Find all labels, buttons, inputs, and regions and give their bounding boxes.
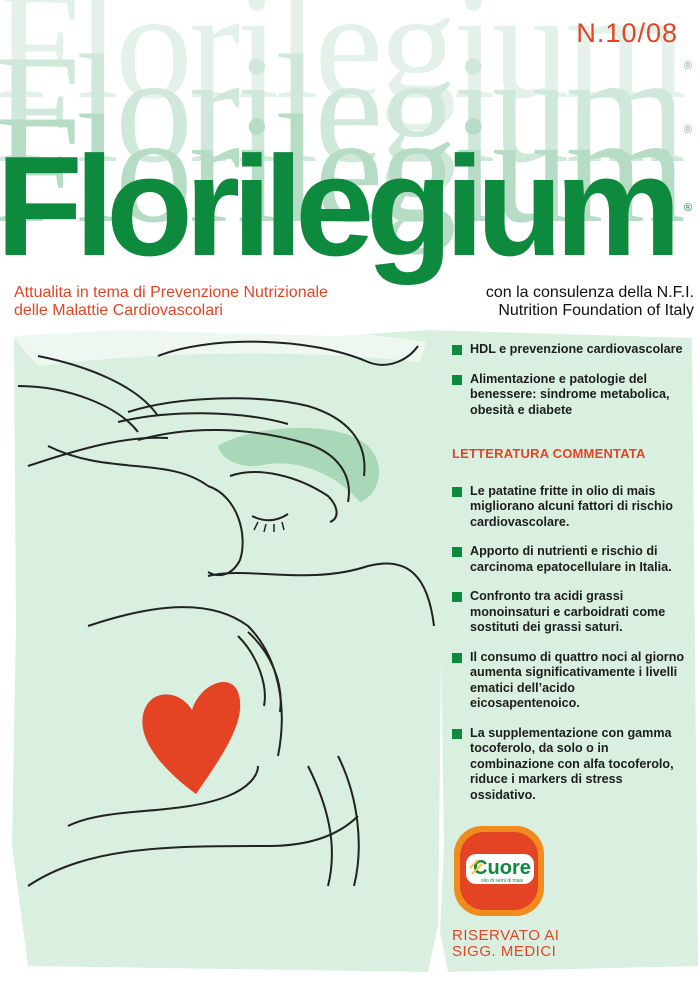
consultancy-line-2: Nutrition Foundation of Italy [498, 302, 694, 319]
literature-item: Le patatine fritte in olio di mais migli… [452, 484, 688, 531]
literature-item-text: Le patatine fritte in olio di mais migli… [470, 483, 673, 529]
bullet-icon [452, 486, 462, 497]
torso-line [87, 606, 283, 757]
title-ghost-1: Florilegium [0, 0, 686, 131]
literature-item-text: Apporto di nutrienti e rischio di carcin… [470, 544, 672, 574]
literature-item: Apporto di nutrienti e rischio di carcin… [452, 544, 688, 575]
reserved-line-2: SIGG. MEDICI [452, 943, 557, 960]
back-line [157, 340, 419, 366]
bullet-icon [452, 374, 462, 385]
highlight-top [12, 326, 426, 366]
subtitle: Attualita in tema di Prevenzione Nutrizi… [14, 284, 454, 320]
reserved-notice: RISERVATO AI SIGG. MEDICI [452, 928, 559, 960]
registered-mark: ® [684, 60, 693, 72]
subtitle-line-2: delle Malattie Cardiovascolari [14, 302, 223, 319]
consultancy: con la consulenza della N.F.I. Nutrition… [464, 284, 694, 320]
title-ghost-3: Florilegium [0, 83, 686, 255]
hair-line [117, 412, 289, 425]
toc-item-text: HDL e prevenzione cardiovascolare [470, 342, 683, 356]
literature-item: La supplementazione con gamma tocoferolo… [452, 726, 688, 804]
reserved-line-1: RISERVATO AI [452, 927, 560, 944]
heart-icon [142, 681, 241, 794]
registered-mark: ® [684, 124, 693, 136]
literature-item-text: Confronto tra acidi grassi monoinsaturi … [470, 589, 666, 634]
hair-line [229, 471, 338, 523]
logo-label-bg [466, 854, 534, 884]
toc-item-text: Alimentazione e patologie del benessere:… [470, 371, 670, 417]
background-panel-right [14, 330, 698, 972]
hair-line [127, 397, 366, 477]
logo-brand: Cuore [473, 857, 531, 879]
bullet-icon [452, 728, 462, 739]
bullet-icon [452, 345, 462, 355]
cuore-logo: Cuore olio di semi di mais [454, 826, 544, 916]
bullet-icon [452, 652, 462, 663]
issue-number: N.10/08 [576, 18, 678, 48]
literature-item-text: Il consumo di quattro noci al giorno aum… [470, 649, 685, 711]
magazine-title: Florilegium [0, 127, 681, 286]
hair-line [137, 429, 350, 503]
hair-shape [218, 427, 380, 502]
background-panel [12, 336, 444, 972]
subtitle-line-1: Attualita in tema di Prevenzione Nutrizi… [14, 284, 328, 301]
arm-line [27, 436, 209, 487]
body-line [307, 755, 360, 887]
title-ghost-2: Florilegium [0, 23, 686, 195]
toc-item: Alimentazione e patologie del benessere:… [452, 372, 688, 419]
literature-item-text: La supplementazione con gamma tocoferolo… [470, 725, 674, 802]
bullet-icon [452, 547, 462, 557]
literature-heading: LETTERATURA COMMENTATA [452, 446, 646, 461]
literature-item: Il consumo di quattro noci al giorno aum… [452, 650, 688, 712]
logo-tagline: olio di semi di mais [481, 878, 524, 884]
table-of-contents: HDL e prevenzione cardiovascolare Alimen… [452, 342, 688, 817]
lap-line [27, 815, 359, 887]
toc-item: HDL e prevenzione cardiovascolare [452, 342, 688, 358]
cover-illustration [12, 326, 698, 972]
consultancy-line-1: con la consulenza della N.F.I. [485, 284, 694, 301]
bullet-icon [452, 592, 462, 602]
shoulder-line [17, 355, 159, 433]
hand-fingers [237, 631, 282, 713]
shoulder-line-2 [207, 562, 435, 627]
registered-mark: ® [684, 202, 693, 214]
eyelashes [253, 521, 285, 533]
lower-arm-line [67, 765, 259, 827]
literature-item: Confronto tra acidi grassi monoinsaturi … [452, 589, 688, 636]
corn-icon [469, 859, 483, 875]
closed-eye [251, 513, 289, 522]
